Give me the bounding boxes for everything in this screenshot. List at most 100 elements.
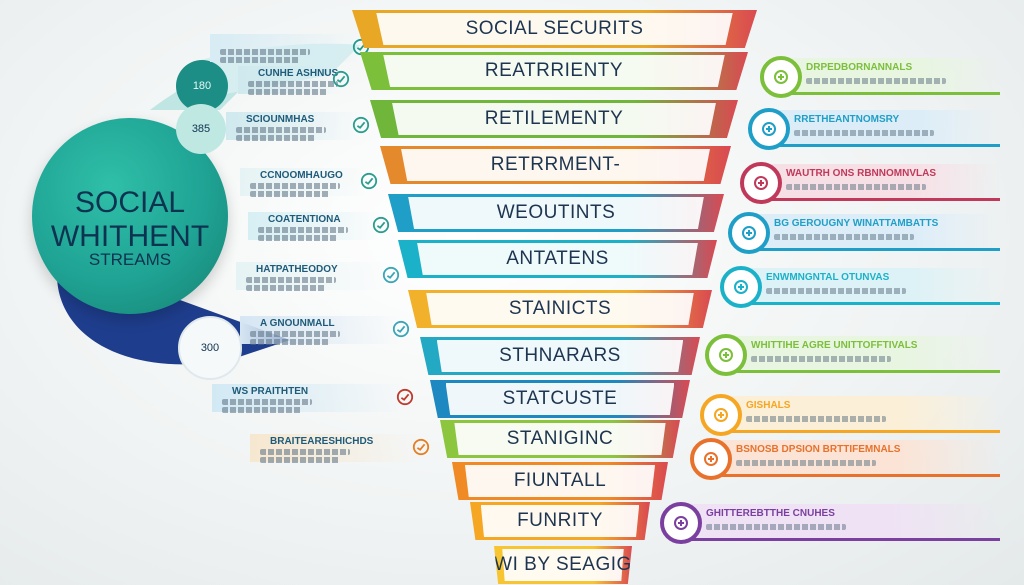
right-ribbon-2 [768,110,1000,147]
funnel-band-8: STHNARARS [420,337,700,375]
funnel-band-13: WI BY SEAGIG [494,546,632,584]
funnel-band-label: RETRRMENT- [490,154,621,175]
funnel-band-label: STATCUSTE [502,388,618,409]
right-label-6: WHITTIHE AGRE UNITTOFFTIVALS [751,340,918,351]
hub-title-line2: WHITHENT [50,220,210,253]
funnel-band-4: RETRRMENT- [380,146,731,184]
right-item-icon [740,162,782,204]
right-item-icon [728,212,770,254]
left-label-subtext [248,81,338,87]
hub-title: SOCIAL WHITHENT [42,186,218,254]
funnel-band-face [392,103,716,135]
right-label-4: BG GEROUGNY WINATTAMBATTS [774,218,939,229]
left-label-subtext [246,277,336,283]
left-item-icon [360,172,378,190]
funnel-band-face [464,465,656,497]
right-label-2: RRETHEANTNOMSRY [794,114,900,125]
right-ribbon-8 [710,440,1000,477]
right-item-icon [748,108,790,150]
funnel-band-face [454,423,666,455]
funnel-band-2: REATRRIENTY [360,52,748,90]
left-label-8: WS PRAITHTEN [232,386,309,397]
funnel-band-label: STHNARARS [499,345,621,366]
funnel-band-label: REATRRIENTY [484,60,624,81]
left-label-subtext [250,339,330,345]
right-item-icon [690,438,732,480]
right-label-8: BSNOSB DPSION BRTTIFEMNALS [736,444,901,455]
right-ribbon-9 [680,504,1000,541]
left-label-subtext [222,407,302,413]
funnel-band-face [408,197,704,229]
funnel-band-face [417,243,698,275]
right-label-subtext [766,288,906,294]
funnel-band-11: FIUNTALL [452,462,668,500]
bubble-2-label: 385 [191,123,211,135]
right-label-subtext [751,356,891,362]
left-label-subtext [222,399,312,405]
left-label-subtext [260,457,340,463]
left-label-subtext [250,331,340,337]
left-label-subtext [258,227,348,233]
funnel-band-label: ANTATENS [506,248,609,269]
bubble-3: 300 [178,316,242,380]
right-label-subtext [736,460,876,466]
right-ribbon-3 [760,164,1000,201]
funnel-band-face [383,55,725,87]
right-ribbon-7 [720,396,1000,433]
funnel-band-face [401,149,710,181]
funnel-band-label: WEOUTINTS [496,202,616,223]
right-label-1: DRPEDBORNANNALS [806,62,913,73]
left-label-5: COATENTIONA [268,214,341,225]
left-item-icon [392,320,410,338]
left-item-icon [396,388,414,406]
funnel-band-label: RETILEMENTY [484,108,624,129]
funnel-band-label: FIUNTALL [513,470,607,491]
right-label-3: WAUTRH ONS RBNNOMNVLAS [786,168,936,179]
funnel-band-5: WEOUTINTS [388,194,724,232]
left-item-icon [352,116,370,134]
left-label-7: A GNOUNMALL [260,318,335,329]
right-label-subtext [706,524,846,530]
left-label-subtext [236,135,316,141]
left-label-subtext [260,449,350,455]
right-item-icon [705,334,747,376]
funnel-band-1: SOCIAL SECURITS [352,10,757,48]
right-item-icon [720,266,762,308]
right-label-subtext [746,416,886,422]
right-item-icon [700,394,742,436]
left-item-icon [372,216,390,234]
left-label-subtext [250,191,330,197]
funnel-band-label: SOCIAL SECURITS [465,18,644,39]
funnel-band-9: STATCUSTE [430,380,690,418]
funnel-band-face [445,383,675,415]
right-ribbon-6 [725,336,1000,373]
left-label-6: HATPATHEODOY [256,264,338,275]
right-label-7: GISHALS [746,400,791,411]
funnel-band-label: STAINICTS [508,298,612,319]
right-ribbon-4 [748,214,1000,251]
right-ribbon-5 [740,268,1000,305]
left-label-subtext [236,127,326,133]
right-label-subtext [794,130,934,136]
left-label-9: BRAITEARESHICHDS [270,436,374,447]
funnel-band-label: STANIGINC [506,428,614,449]
hub-subtitle: STREAMS [88,250,172,269]
right-label-subtext [774,234,914,240]
right-item-icon [760,56,802,98]
bubble-1: 180 [176,60,228,112]
right-label-subtext [806,78,946,84]
funnel-band-face [502,549,624,581]
funnel-band-6: ANTATENS [398,240,717,278]
funnel-band-face [376,13,733,45]
funnel-band-7: STAINICTS [408,290,712,328]
bubble-3-label: 300 [200,342,220,354]
funnel-band-3: RETILEMENTY [370,100,738,138]
funnel-band-face [426,293,694,325]
left-label-subtext [220,57,300,63]
left-label-4: CCNOOMHAUGO [260,170,343,181]
left-label-subtext [248,89,328,95]
left-item-icon [412,438,430,456]
left-label-subtext [220,49,310,55]
left-label-3: SCIOUNMHAS [246,114,315,125]
